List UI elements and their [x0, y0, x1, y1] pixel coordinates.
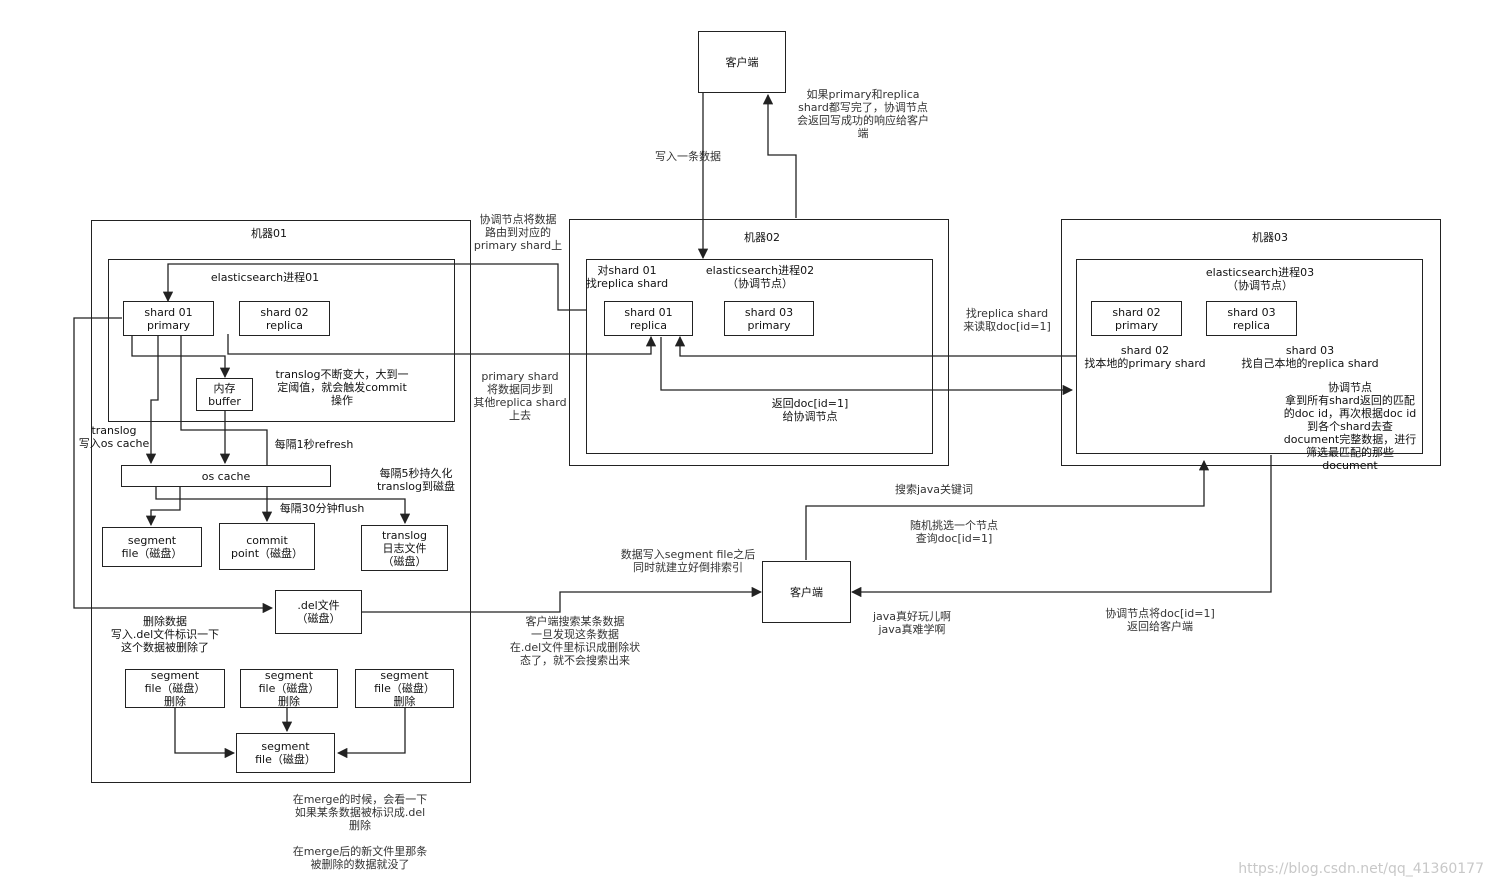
- arrow-translog-oscache: [145, 336, 159, 465]
- arrow-delete: [73, 317, 274, 614]
- arrow-find-replica: [674, 335, 1076, 357]
- arrow-shard-to-buffer: [131, 336, 231, 379]
- shard-02-replica: shard 02 replica: [239, 301, 330, 336]
- note-return-client: 协调节点将doc[id=1] 返回给客户端: [1105, 607, 1215, 633]
- note-find-replica: 找replica shard 来读取doc[id=1]: [963, 307, 1051, 333]
- note-del-search: 客户端搜索某条数据 一旦发现这条数据 在.del文件里标识成删除状 态了，就不会…: [509, 615, 641, 667]
- es-process-02-frame: [586, 259, 933, 454]
- es-process-01-title: elasticsearch进程01: [210, 271, 320, 284]
- del-file: .del文件 （磁盘）: [275, 590, 362, 634]
- note-search-keyword: 搜索java关键词: [894, 483, 974, 496]
- arrow-route-primary: [162, 263, 586, 311]
- note-merge: 在merge的时候，会看一下 如果某条数据被标识成.del 删除 在merge后…: [292, 793, 428, 871]
- note-delete: 删除数据 写入.del文件标识一下 这个数据被删除了: [110, 615, 220, 654]
- memory-buffer: 内存 buffer: [196, 378, 253, 411]
- note-segment-index: 数据写入segment file之后 同时就建立好倒排索引: [620, 548, 756, 574]
- machine-01-frame: [91, 220, 471, 783]
- arrow-merge-1: [174, 708, 236, 759]
- note-flush: 每隔30分钟flush: [279, 502, 365, 515]
- es-process-03-title: elasticsearch进程03 （协调节点）: [1205, 266, 1315, 292]
- note-translog-oscache: translog 写入os cache: [78, 424, 150, 450]
- note-primary-replica-done: 如果primary和replica shard都写完了，协调节点 会返回写成功的…: [797, 88, 929, 140]
- os-cache: os cache: [121, 465, 331, 487]
- es-process-02-title: elasticsearch进程02 （协调节点）: [705, 264, 815, 290]
- note-route: 协调节点将数据 路由到对应的 primary shard上: [473, 213, 563, 252]
- segment-delete-1: segment file（磁盘） 删除: [125, 669, 225, 708]
- machine-01-title: 机器01: [251, 227, 287, 240]
- note-shard02-local: shard 02 找本地的primary shard: [1084, 344, 1206, 370]
- arrow-write-response: [762, 93, 797, 218]
- es-process-03-frame: [1076, 259, 1423, 454]
- es-process-01-frame: [108, 259, 455, 422]
- translog-file: translog 日志文件 （磁盘）: [361, 525, 448, 571]
- note-coordinator: 协调节点 拿到所有shard返回的匹配 的doc id，再次根据doc id 到…: [1283, 381, 1417, 472]
- arrow-merge-3: [336, 708, 406, 759]
- segment-delete-3: segment file（磁盘） 删除: [355, 669, 454, 708]
- client-top: 客户端: [698, 31, 786, 93]
- arrow-search: [805, 459, 1210, 560]
- note-refresh: 每隔1秒refresh: [274, 438, 354, 451]
- arrow-sync-replica: [227, 334, 657, 355]
- shard-03-primary: shard 03 primary: [724, 301, 814, 336]
- segment-delete-2: segment file（磁盘） 删除: [240, 669, 338, 708]
- arrow-return-client: [850, 455, 1272, 598]
- note-find-replica-02: 对shard 01 找replica shard: [585, 264, 669, 290]
- watermark: https://blog.csdn.net/qq_41360177: [1238, 861, 1484, 877]
- segment-file: segment file（磁盘）: [102, 527, 202, 567]
- note-java-docs: java真好玩儿啊 java真难学啊: [872, 610, 952, 636]
- note-fsync: 每隔5秒持久化 translog到磁盘: [376, 467, 456, 493]
- commit-point: commit point（磁盘）: [219, 523, 315, 570]
- machine-02-title: 机器02: [744, 231, 780, 244]
- client-bottom: 客户端: [762, 561, 851, 623]
- shard-01-replica: shard 01 replica: [604, 301, 693, 336]
- note-translog-commit: translog不断变大，大到一 定阈值，就会触发commit 操作: [275, 368, 409, 407]
- arrow-del-client: [362, 586, 763, 613]
- arrow-return-doc: [660, 337, 1074, 396]
- machine-03-title: 机器03: [1252, 231, 1288, 244]
- note-sync-replica: primary shard 将数据同步到 其他replica shard 上去: [473, 370, 567, 422]
- note-shard03-local: shard 03 找自己本地的replica shard: [1241, 344, 1379, 370]
- shard-03-replica: shard 03 replica: [1206, 301, 1297, 336]
- machine-02-frame: [569, 219, 949, 466]
- segment-merged: segment file（磁盘）: [236, 733, 335, 773]
- shard-02-primary: shard 02 primary: [1091, 301, 1182, 336]
- note-return-doc: 返回doc[id=1] 给协调节点: [771, 397, 849, 423]
- machine-03-frame: [1061, 219, 1441, 466]
- arrow-oscache-translog: [155, 487, 411, 525]
- note-write-data: 写入一条数据: [655, 150, 721, 163]
- shard-01-primary: shard 01 primary: [123, 301, 214, 336]
- note-random-node: 随机挑选一个节点 查询doc[id=1]: [910, 519, 998, 545]
